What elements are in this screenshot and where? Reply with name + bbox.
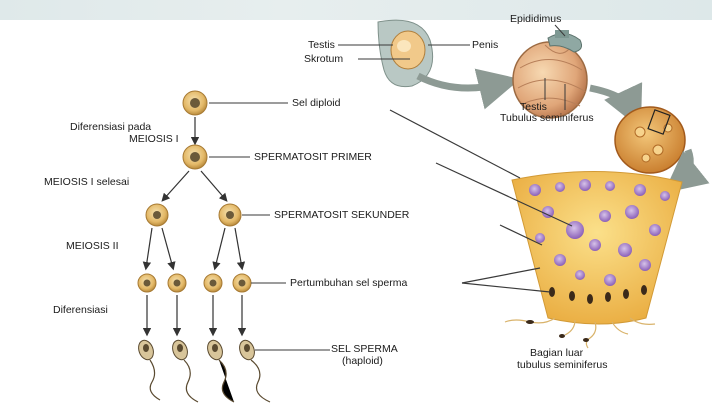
label-pertumbuhan: Pertumbuhan sel sperma [290,277,407,289]
label-sel-sperma: SEL SPERMA [331,343,398,355]
label-meiosis-2: MEIOSIS II [66,240,119,252]
label-sel-diploid: Sel diploid [292,97,340,109]
seminiferous-tissue [512,171,682,324]
diploid-cell [183,91,207,115]
arrow-sek-2 [162,228,173,268]
zoom-arrow-1 [418,76,500,88]
arrow-sek-4 [235,228,242,268]
arrow-primer-right [201,171,226,200]
pertumbuhan-to-tissue-2 [462,283,550,292]
label-diferensiasi: Diferensiasi [53,304,108,316]
arrow-sek-1 [146,228,152,268]
label-tubulus-seminiferus: Tubulus seminiferus [500,112,594,124]
label-skrotum: Skrotum [304,53,343,65]
spermatid-row [138,274,251,292]
secondary-spermatocyte-right [219,204,241,226]
label-spermatosit-sekunder: SPERMATOSIT SEKUNDER [274,209,409,221]
secondary-spermatocyte-left [146,204,168,226]
label-spermatosit-primer: SPERMATOSIT PRIMER [254,151,372,163]
label-haploid: (haploid) [342,355,383,367]
label-meiosis-selesai: MEIOSIS I selesai [44,176,129,188]
label-diferensiasi-meiosis-line1: Diferensiasi pada [70,121,151,133]
label-bagian-luar-line1: Bagian luar [530,347,583,359]
label-penis: Penis [472,39,498,51]
sperm-cell [237,338,270,402]
sperm-cell [205,338,234,402]
arrow-sek-3 [215,228,225,268]
label-diferensiasi-meiosis-line2: MEIOSIS I [129,133,179,145]
sperm-cell [170,338,198,402]
zoom-arrow-2 [590,88,632,110]
arrow-primer-left [163,171,189,200]
sperm-cell [136,338,160,400]
pertumbuhan-to-tissue-1 [462,268,540,283]
label-testis-top: Testis [308,39,335,51]
primary-spermatocyte [183,145,207,169]
sperm-cells [136,338,270,402]
label-bagian-luar-line2: tubulus seminiferus [517,359,607,371]
label-epididimus: Epididimus [510,13,561,25]
tubule-section [615,107,685,173]
